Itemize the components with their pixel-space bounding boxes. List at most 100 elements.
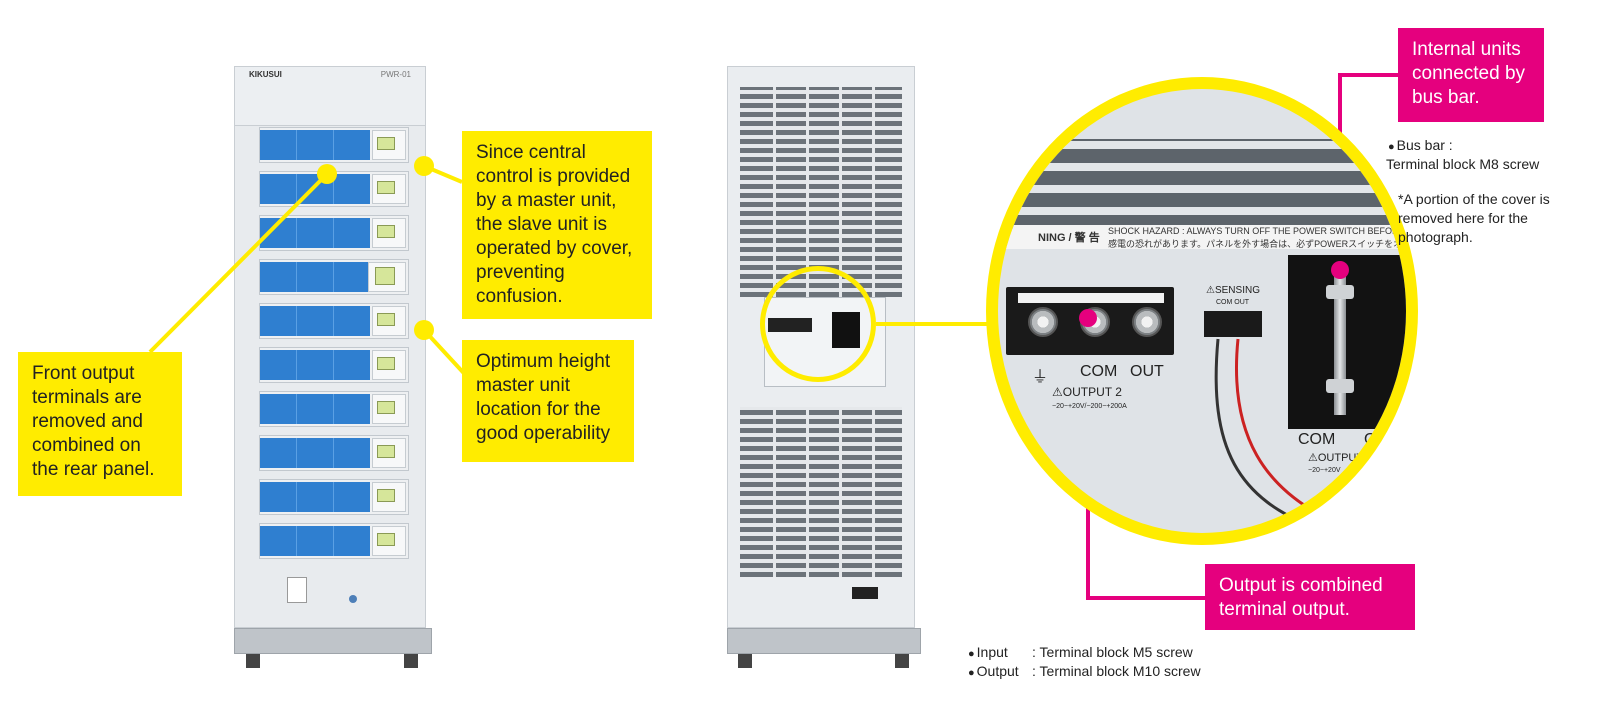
- warning-text-jp: 感電の恐れがあります。パネルを外す場合は、必ずPOWERスイッチをオフに: [1108, 239, 1418, 249]
- unit-display: [375, 267, 395, 285]
- note-output-value: : Terminal block M10 screw: [1032, 663, 1201, 679]
- rear-mini-terminal: [768, 318, 812, 332]
- rear-foot-left: [738, 654, 752, 668]
- note-input-value: : Terminal block M5 screw: [1032, 644, 1193, 660]
- unit-control-panel: [372, 174, 406, 204]
- terminal-screw-ground: [1028, 307, 1058, 337]
- master-unit: [259, 259, 409, 295]
- bus-bar-bolt-top: [1326, 285, 1354, 299]
- warning-left-label: NING / 警 告: [1038, 232, 1100, 244]
- output-right-rating: −20−+20V: [1308, 467, 1341, 474]
- unit-control-panel: [372, 350, 406, 380]
- power-switch: [349, 595, 357, 603]
- unit-display: [377, 181, 395, 194]
- unit-front-panel: [260, 394, 370, 424]
- front-foot-left: [246, 654, 260, 668]
- note-cover-removed: *A portion of the cover is removed here …: [1398, 191, 1550, 245]
- connector-central-control: [423, 164, 463, 184]
- unit-display: [377, 445, 395, 458]
- callout-bus-bar: Internal units connected by bus bar.: [1398, 28, 1544, 122]
- ground-label: ⏚: [1032, 369, 1049, 386]
- slave-unit: [259, 215, 409, 251]
- callout-central-control: Since central control is provided by a m…: [462, 131, 652, 319]
- note-output: Output: Terminal block M10 screw: [968, 662, 1201, 683]
- breaker: [287, 577, 307, 603]
- output2-label: ⚠OUTPUT 2: [1052, 385, 1122, 399]
- rear-vent-top: [740, 87, 902, 297]
- com-label: COM: [1080, 363, 1118, 380]
- note-input-label: Input: [968, 643, 1032, 664]
- unit-front-panel: [260, 526, 370, 556]
- com-right-label: COM: [1298, 431, 1336, 448]
- bus-bar-panel: [1288, 255, 1406, 429]
- rear-foot-right: [895, 654, 909, 668]
- unit-display: [377, 489, 395, 502]
- rear-rack: [727, 66, 915, 628]
- front-rack: KIKUSUI PWR-01: [234, 66, 426, 628]
- sensing-com-out: COM OUT: [1216, 299, 1250, 306]
- sensing-terminal: [1204, 311, 1262, 337]
- brand-logo: KIKUSUI: [249, 70, 282, 79]
- unit-front-panel: [260, 218, 370, 248]
- magnified-view: NING / 警 告 SHOCK HAZARD : ALWAYS TURN OF…: [986, 77, 1418, 545]
- unit-display: [377, 533, 395, 546]
- callout-front-terminals: Front output terminals are removed and c…: [18, 352, 182, 496]
- terminal-screw-com: [1080, 307, 1110, 337]
- rear-input-terminal: [852, 587, 878, 599]
- rear-mini-busbar: [832, 312, 860, 348]
- unit-front-panel: [260, 174, 370, 204]
- front-rack-top: KIKUSUI PWR-01: [235, 67, 425, 126]
- terminal-label-strip: [1018, 293, 1164, 303]
- note-bus-bar-screw: Terminal block M8 screw: [1386, 156, 1540, 172]
- unit-control-panel: [372, 306, 406, 336]
- unit-front-panel: [260, 350, 370, 380]
- slave-unit: [259, 127, 409, 163]
- model-label: PWR-01: [380, 70, 411, 79]
- output2-rating: −20−+20V/−200−+200A: [1052, 403, 1127, 410]
- out-right-label: OUT: [1364, 431, 1398, 448]
- slave-unit: [259, 391, 409, 427]
- warning-text: SHOCK HAZARD : ALWAYS TURN OFF THE POWER…: [1108, 226, 1414, 236]
- unit-display: [377, 137, 395, 150]
- front-foot-right: [404, 654, 418, 668]
- magnified-vent: [998, 139, 1406, 229]
- unit-front-panel: [260, 306, 370, 336]
- unit-control-panel: [372, 130, 406, 160]
- rear-vent-bottom: [740, 407, 902, 577]
- slave-unit: [259, 479, 409, 515]
- unit-control-panel: [372, 394, 406, 424]
- bus-bar-bolt-bottom: [1326, 379, 1354, 393]
- note-bus-bar-label: Bus bar :: [1388, 136, 1453, 157]
- sensing-label: ⚠SENSING: [1206, 285, 1260, 296]
- note-output-label: Output: [968, 662, 1032, 683]
- unit-front-panel: [260, 482, 370, 512]
- unit-control-panel: [372, 218, 406, 248]
- unit-front-panel: [260, 438, 370, 468]
- slave-unit: [259, 435, 409, 471]
- slave-unit: [259, 303, 409, 339]
- rear-rack-base: [727, 628, 921, 654]
- unit-control-panel: [372, 438, 406, 468]
- out-label: OUT: [1130, 363, 1164, 380]
- rear-zoom-marker: [760, 266, 876, 382]
- note-input: Input: Terminal block M5 screw: [968, 643, 1193, 664]
- slave-unit: [259, 523, 409, 559]
- terminal-screw-out: [1132, 307, 1162, 337]
- callout-combined-output: Output is combined terminal output.: [1205, 564, 1415, 630]
- unit-display: [377, 225, 395, 238]
- unit-front-panel: [260, 130, 370, 160]
- warning-strip: NING / 警 告 SHOCK HAZARD : ALWAYS TURN OF…: [998, 225, 1418, 249]
- unit-display: [377, 401, 395, 414]
- slave-unit: [259, 171, 409, 207]
- slave-unit: [259, 347, 409, 383]
- front-rack-base: [234, 628, 432, 654]
- unit-control-panel: [368, 262, 406, 292]
- unit-display: [377, 357, 395, 370]
- callout-optimum-height: Optimum height master unit location for …: [462, 340, 634, 462]
- unit-display: [377, 313, 395, 326]
- unit-front-panel: [260, 262, 370, 292]
- sensing-wires: [1214, 338, 1329, 531]
- output-right-label: ⚠OUTPUT: [1308, 452, 1364, 464]
- unit-control-panel: [372, 526, 406, 556]
- unit-control-panel: [372, 482, 406, 512]
